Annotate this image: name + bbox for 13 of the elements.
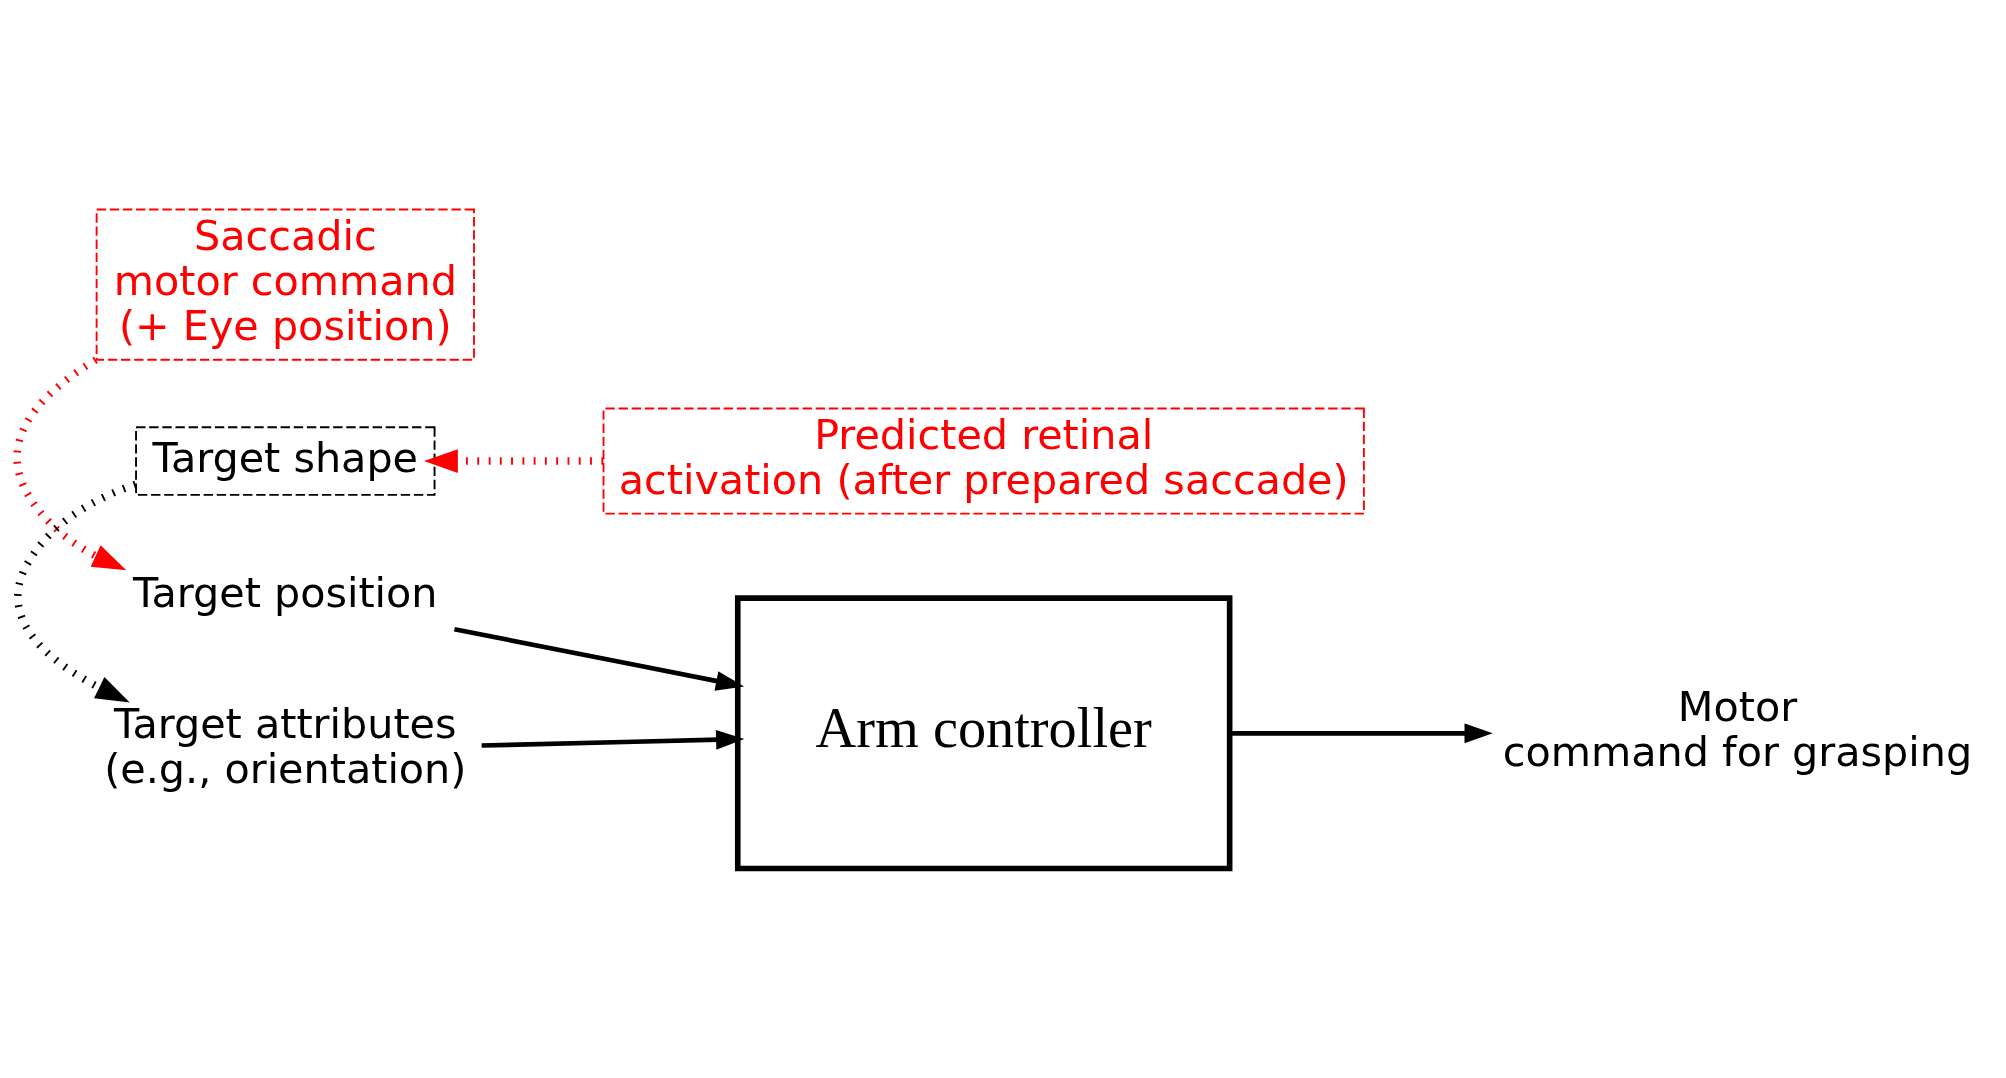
arrow [13,356,127,571]
node-box: Arm controller [734,595,1233,872]
node-box: Predicted retinal activation (after prepared saccade) [602,407,1365,515]
arrow [1230,723,1493,744]
node-box: Target shape [135,426,436,496]
arrow [481,729,745,750]
node-box: Saccadic motor command (+ Eye position) [95,208,475,361]
node-text: Motor command for grasping [1502,683,1973,777]
node-text: Target position [133,568,438,617]
arrow [14,480,137,703]
arrow [454,626,745,691]
node-text: Target attributes (e.g., orientation) [104,700,467,794]
arrow [423,449,604,473]
